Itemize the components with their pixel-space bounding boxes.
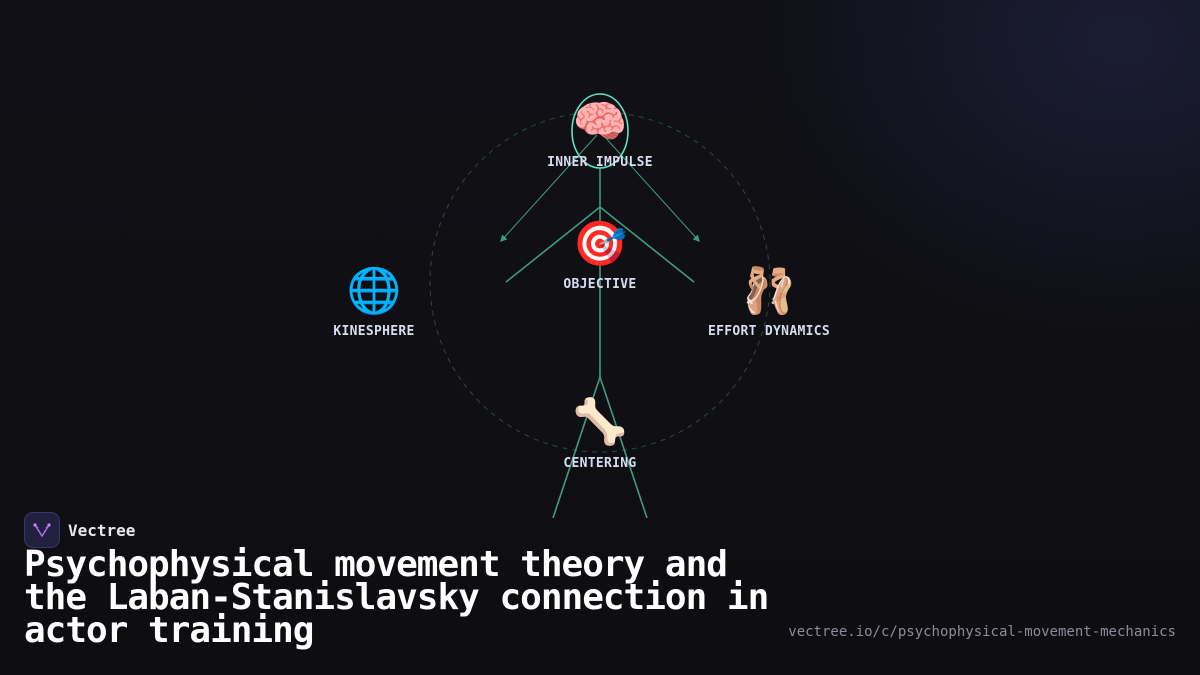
right-arm-line	[599, 206, 695, 283]
kinesphere-circle	[429, 111, 771, 453]
head-outline	[571, 93, 629, 169]
node-label-effort-dynamics: EFFORT DYNAMICS	[708, 324, 830, 339]
brain-icon: 🧠	[573, 97, 628, 148]
bone-icon: 🦴	[573, 395, 628, 448]
globe-icon: 🌐	[347, 266, 402, 317]
figure-skeleton	[505, 168, 695, 519]
node-label-centering: CENTERING	[563, 456, 636, 471]
ballet-shoes-icon: 🩰	[742, 264, 797, 317]
node-inner-impulse: 🧠 INNER IMPULSE	[547, 97, 653, 171]
node-effort-dynamics: 🩰 EFFORT DYNAMICS	[708, 264, 830, 340]
impulse-arrow-right	[602, 134, 700, 243]
target-icon: 🎯	[573, 219, 628, 270]
vectree-logo-icon	[24, 512, 60, 548]
node-centering: 🦴 CENTERING	[563, 395, 636, 472]
page-url: vectree.io/c/psychophysical-movement-mec…	[788, 624, 1176, 640]
node-kinesphere: 🌐 KINESPHERE	[333, 266, 414, 340]
impulse-arrows	[500, 134, 700, 243]
node-label-objective: OBJECTIVE	[563, 277, 636, 292]
right-leg-line	[599, 376, 648, 519]
brand-name: Vectree	[68, 520, 136, 540]
impulse-arrow-left	[500, 134, 598, 243]
node-label-inner-impulse: INNER IMPULSE	[547, 155, 653, 170]
left-arm-line	[505, 206, 601, 283]
node-label-kinesphere: KINESPHERE	[333, 324, 414, 339]
brand: Vectree	[24, 512, 135, 548]
page-title: Psychophysical movement theory and the L…	[24, 544, 769, 651]
node-objective: 🎯 OBJECTIVE	[563, 219, 636, 293]
left-leg-line	[552, 376, 601, 519]
